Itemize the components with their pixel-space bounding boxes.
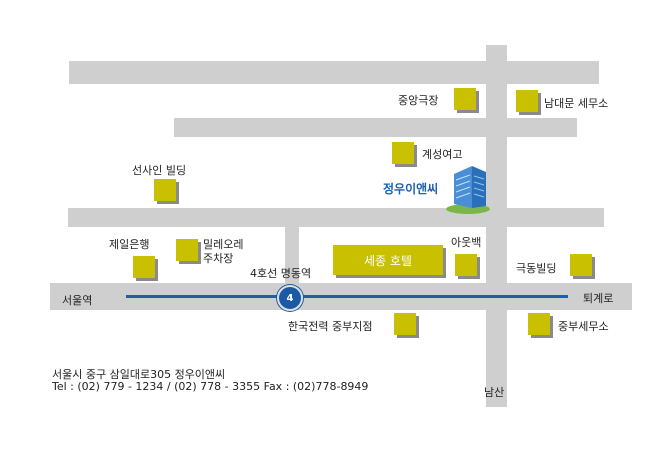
building-sunsain <box>154 179 176 201</box>
building-outback <box>455 254 477 276</box>
building-millieore-parking <box>176 239 198 261</box>
label-toegyero: 퇴계로 <box>583 292 614 305</box>
building-jungbu-tax-office <box>528 313 550 335</box>
label-kepco-branch: 한국전력 중부지점 <box>288 320 373 333</box>
road-upper-horizontal <box>174 118 577 137</box>
label-geukdong-building: 극동빌딩 <box>516 262 557 275</box>
building-gyesung-girls-high <box>392 142 414 164</box>
label-joongang-theater: 중앙극장 <box>398 94 439 107</box>
building-geukdong <box>570 254 592 276</box>
label-outback: 아웃백 <box>451 236 482 249</box>
label-parking: 주차장 <box>203 252 234 265</box>
label-station-name: 4호선 명동역 <box>250 267 312 280</box>
label-namsan: 남산 <box>484 386 505 399</box>
building-namdaemun-tax-office <box>516 90 538 112</box>
contact-text: Tel : (02) 779 - 1234 / (02) 778 - 3355 … <box>52 380 369 393</box>
label-sunsain-building: 선사인 빌딩 <box>132 164 187 177</box>
road-vertical-west <box>285 226 299 284</box>
label-seoul-station: 서울역 <box>62 294 93 307</box>
building-kepco-branch <box>394 313 416 335</box>
sejong-hotel-label: 세종 호텔 <box>364 253 412 268</box>
label-millieore: 밀레오레 <box>203 238 244 251</box>
building-joongang-theater <box>454 88 476 110</box>
label-namdaemun-tax-office: 남대문 세무소 <box>544 97 609 110</box>
company-building-icon <box>446 166 490 214</box>
building-jeil-bank <box>133 256 155 278</box>
myeongdong-station-marker[interactable]: 4 <box>277 285 303 311</box>
company-marker-label: 정우이앤씨 <box>383 182 439 196</box>
label-jungbu-tax-office: 중부세무소 <box>558 320 609 333</box>
label-jeil-bank: 제일은행 <box>109 238 150 251</box>
label-gyesung-girls-high: 계성여고 <box>422 148 463 161</box>
address-text: 서울시 중구 삼일대로305 정우이앤씨 <box>52 368 226 381</box>
subway-line-4 <box>126 295 568 298</box>
line-number: 4 <box>286 292 294 304</box>
road-north-horizontal <box>69 61 599 84</box>
building-sejong-hotel: 세종 호텔 <box>333 245 443 275</box>
road-vertical-east <box>486 45 507 407</box>
road-middle-horizontal <box>68 208 604 227</box>
